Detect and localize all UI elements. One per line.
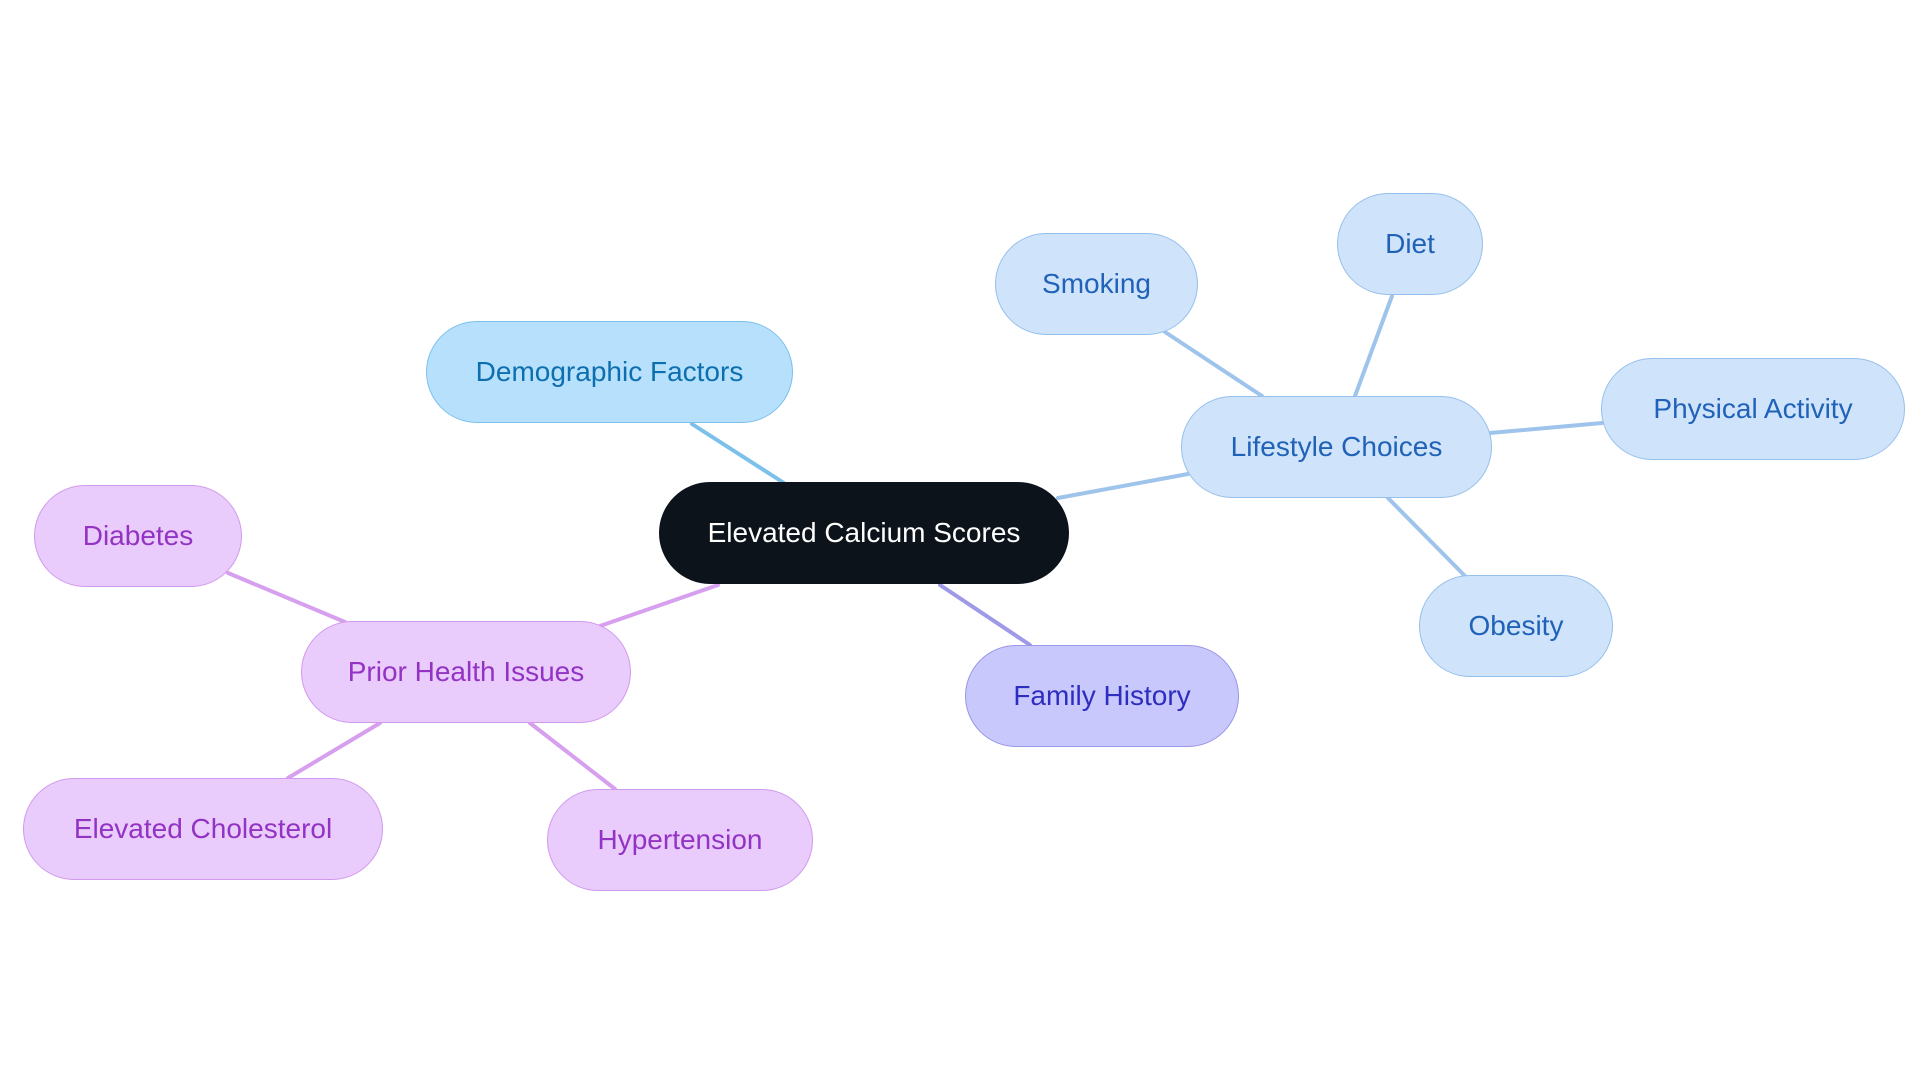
edge-prior-hypertension bbox=[528, 721, 617, 791]
node-lifestyle-choices-label: Lifestyle Choices bbox=[1230, 431, 1443, 462]
edge-lifestyle-diet bbox=[1353, 294, 1394, 398]
node-demographic-factors-label: Demographic Factors bbox=[475, 356, 744, 387]
node-lifestyle-choices[interactable]: Lifestyle Choices bbox=[1181, 396, 1492, 498]
root-node[interactable]: Elevated Calcium Scores bbox=[659, 482, 1069, 584]
node-smoking-label: Smoking bbox=[1042, 268, 1151, 299]
node-prior-health-issues-label: Prior Health Issues bbox=[347, 656, 585, 687]
node-hypertension-label: Hypertension bbox=[597, 824, 763, 855]
edge-prior-diabetes bbox=[226, 571, 347, 624]
node-diabetes-label: Diabetes bbox=[82, 520, 194, 551]
node-family-history[interactable]: Family History bbox=[965, 645, 1239, 747]
node-physical-activity[interactable]: Physical Activity bbox=[1601, 358, 1905, 460]
node-diet[interactable]: Diet bbox=[1337, 193, 1483, 295]
edge-root-demographic bbox=[690, 422, 786, 485]
edge-root-family bbox=[938, 583, 1032, 647]
edge-root-lifestyle bbox=[1056, 472, 1190, 500]
node-obesity[interactable]: Obesity bbox=[1419, 575, 1613, 677]
node-elevated-cholesterol-label: Elevated Cholesterol bbox=[73, 813, 333, 844]
edge-root-prior bbox=[598, 583, 720, 628]
node-obesity-label: Obesity bbox=[1468, 610, 1564, 641]
edge-prior-cholesterol bbox=[286, 721, 382, 780]
node-physical-activity-label: Physical Activity bbox=[1653, 393, 1853, 424]
node-smoking[interactable]: Smoking bbox=[995, 233, 1198, 335]
edge-lifestyle-smoking bbox=[1163, 330, 1264, 398]
node-prior-health-issues[interactable]: Prior Health Issues bbox=[301, 621, 631, 723]
node-hypertension[interactable]: Hypertension bbox=[547, 789, 813, 891]
node-demographic-factors[interactable]: Demographic Factors bbox=[426, 321, 793, 423]
edge-lifestyle-physical-activity bbox=[1488, 421, 1604, 435]
node-diabetes[interactable]: Diabetes bbox=[34, 485, 242, 587]
node-family-history-label: Family History bbox=[1013, 680, 1191, 711]
edge-lifestyle-obesity bbox=[1386, 496, 1467, 578]
node-diet-label: Diet bbox=[1385, 228, 1435, 259]
node-elevated-cholesterol[interactable]: Elevated Cholesterol bbox=[23, 778, 383, 880]
root-node-label: Elevated Calcium Scores bbox=[707, 517, 1021, 548]
